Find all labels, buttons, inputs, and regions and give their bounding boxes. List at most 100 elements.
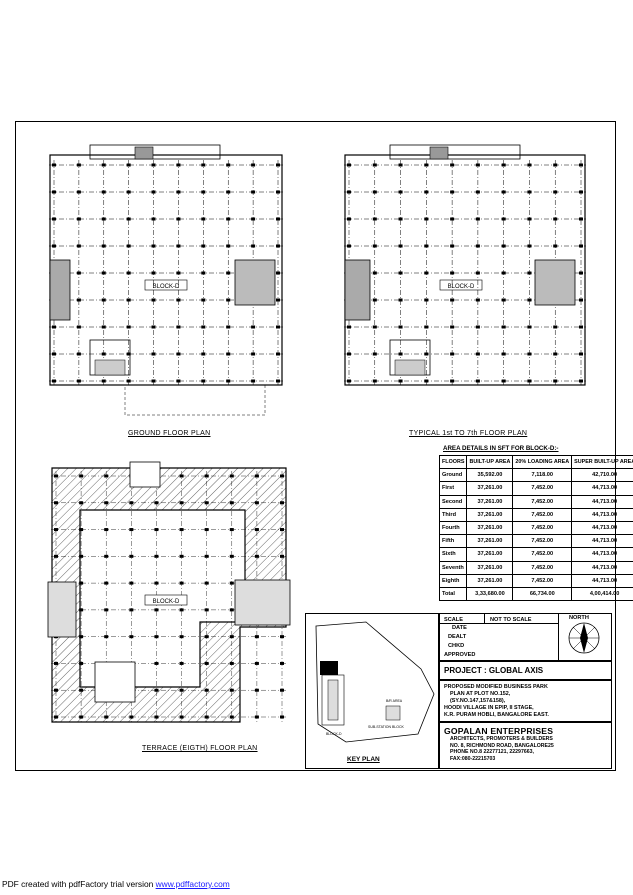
column-marker <box>553 217 558 221</box>
column-marker <box>52 190 56 194</box>
column-marker <box>280 528 284 532</box>
column-marker <box>553 163 558 167</box>
area-details: AREA DETAILS IN SFT FOR BLOCK-D:- FLOORS… <box>438 445 633 602</box>
footer-link[interactable]: www.pdffactory.com <box>155 879 230 889</box>
column-marker <box>76 217 81 221</box>
column-marker <box>254 688 259 692</box>
column-marker <box>176 217 181 221</box>
column-marker <box>226 352 231 356</box>
column-marker <box>251 217 256 221</box>
column-marker <box>475 163 480 167</box>
ground-floor-plan-title: GROUND FLOOR PLAN <box>128 430 211 437</box>
column-marker <box>579 379 583 383</box>
column-marker <box>204 474 209 478</box>
company-line: ARCHITECTS, PROMOTERS & BUILDERS <box>450 736 553 742</box>
loading-cell: 7,452.00 <box>512 573 573 588</box>
floor-cell: Second <box>438 494 468 509</box>
column-marker <box>372 244 377 248</box>
column-marker <box>501 379 506 383</box>
block-label: BLOCK-D <box>448 284 475 290</box>
column-header: BUILT-UP AREA <box>466 454 514 470</box>
column-marker <box>372 352 377 356</box>
block-label: BLOCK-D <box>153 599 180 605</box>
column-marker <box>254 474 259 478</box>
column-marker <box>450 352 455 356</box>
loading-cell: 7,452.00 <box>512 494 573 509</box>
column-marker <box>226 379 231 383</box>
column-marker <box>101 217 106 221</box>
column-marker <box>176 190 181 194</box>
proposal-line: (SY.NO.147,157&158), <box>450 698 506 704</box>
column-marker <box>424 352 429 356</box>
column-marker <box>151 244 156 248</box>
column-marker <box>450 163 455 167</box>
column-marker <box>527 352 532 356</box>
column-marker <box>126 217 131 221</box>
column-marker <box>254 528 259 532</box>
chkd-label: CHKD <box>448 643 465 649</box>
key-plan-box: BLOCK-D SUB-STATION BLOCK B/R AREA KEY P… <box>305 613 439 769</box>
column-marker <box>450 217 455 221</box>
column-marker <box>553 325 558 329</box>
column-marker <box>424 271 429 275</box>
column-marker <box>204 501 209 505</box>
column-marker <box>424 190 429 194</box>
typical-floor-plan-title: TYPICAL 1st TO 7th FLOOR PLAN <box>409 430 528 437</box>
column-marker <box>229 501 234 505</box>
column-marker <box>475 298 480 302</box>
column-marker <box>79 635 84 639</box>
proposal-description: PROPOSED MODIFIED BUSINESS PARK PLAN AT … <box>439 680 612 722</box>
column-marker <box>101 325 106 329</box>
dealt-label: DEALT <box>448 634 467 640</box>
column-marker <box>54 554 58 558</box>
column-marker <box>54 501 58 505</box>
column-marker <box>372 298 377 302</box>
column-marker <box>475 379 480 383</box>
column-marker <box>76 379 81 383</box>
column-marker <box>204 688 209 692</box>
column-marker <box>79 715 84 719</box>
builtup-cell: 37,261.00 <box>466 507 514 522</box>
column-marker <box>501 190 506 194</box>
builtup-cell: 37,261.00 <box>466 573 514 588</box>
floor-cell: Eighth <box>438 573 468 588</box>
column-marker <box>424 163 429 167</box>
loading-cell: 7,452.00 <box>512 560 573 575</box>
column-marker <box>501 325 506 329</box>
column-marker <box>276 190 280 194</box>
super-builtup-cell: 44,713.00 <box>571 560 633 575</box>
column-marker <box>129 554 134 558</box>
column-marker <box>424 379 429 383</box>
column-marker <box>553 244 558 248</box>
column-marker <box>450 244 455 248</box>
column-header: SUPER BUILT-UP AREA <box>571 454 633 470</box>
column-marker <box>104 474 109 478</box>
column-marker <box>226 217 231 221</box>
column-marker <box>424 325 429 329</box>
column-marker <box>450 325 455 329</box>
column-marker <box>229 661 234 665</box>
column-marker <box>276 325 280 329</box>
column-marker <box>280 661 284 665</box>
column-marker <box>553 190 558 194</box>
loading-cell: 7,452.00 <box>512 481 573 496</box>
column-marker <box>372 271 377 275</box>
loading-cell: 7,452.00 <box>512 507 573 522</box>
column-marker <box>398 217 403 221</box>
column-marker <box>154 528 159 532</box>
column-marker <box>527 271 532 275</box>
column-marker <box>151 217 156 221</box>
column-marker <box>76 271 81 275</box>
column-marker <box>176 352 181 356</box>
column-marker <box>347 217 351 221</box>
approved-label: APPROVED <box>444 652 476 658</box>
builtup-cell: 37,261.00 <box>466 494 514 509</box>
column-marker <box>104 554 109 558</box>
column-marker <box>251 325 256 329</box>
column-marker <box>201 325 206 329</box>
typical-floor-plan-drawing: BLOCK-D <box>344 144 586 386</box>
